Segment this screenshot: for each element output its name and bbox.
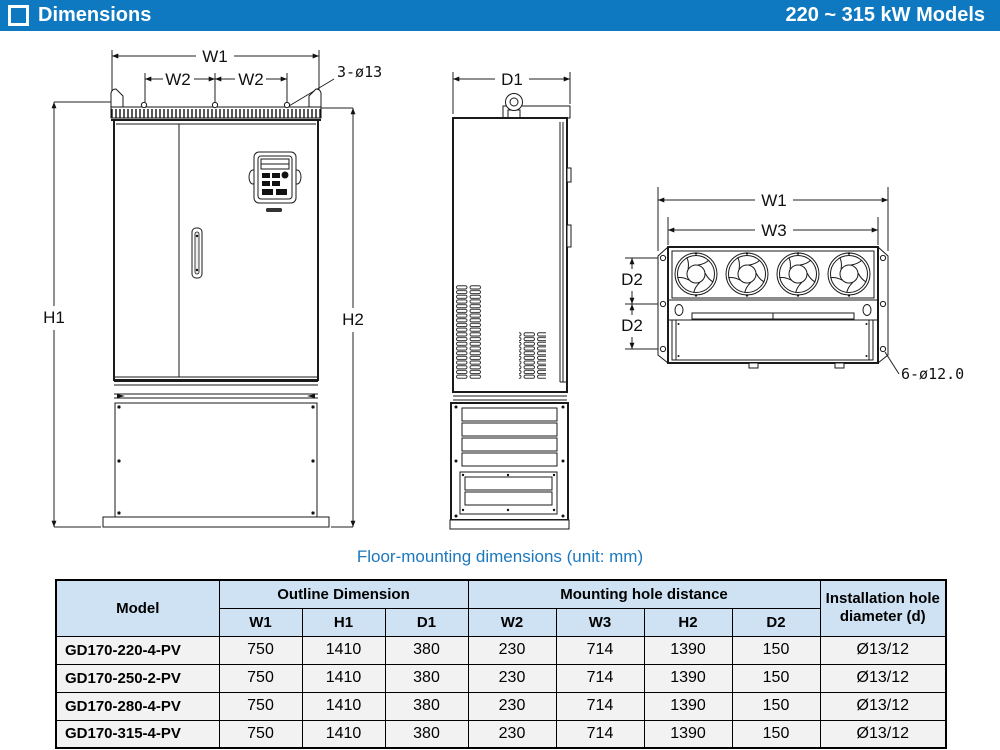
col-header-w1: W1 (218, 607, 303, 637)
table-caption: Floor-mounting dimensions (unit: mm) (356, 547, 644, 566)
front-w2-left-label: W2 (165, 70, 191, 89)
drawing-area: W1 W2 W2 3-ø13 (0, 31, 1000, 543)
value-cell: 150 (731, 719, 821, 749)
col-header-w3: W3 (555, 607, 645, 637)
col-header-model: Model (55, 579, 220, 637)
value-cell: 1410 (301, 719, 386, 749)
dimensions-table: Model Outline Dimension Mounting hole di… (55, 579, 947, 749)
value-cell: 380 (384, 691, 469, 721)
top-d2-lower-label: D2 (621, 316, 643, 335)
table-row: GD170-280-4-PV 750 1410 380 230 714 1390… (55, 691, 947, 721)
front-top-holes-label: 3-ø13 (337, 63, 382, 81)
value-cell: 714 (555, 691, 645, 721)
front-h1-label: H1 (43, 308, 65, 327)
value-cell: 1390 (643, 635, 733, 665)
front-w1-label: W1 (202, 47, 228, 66)
table-row: GD170-220-4-PV 750 1410 380 230 714 1390… (55, 635, 947, 665)
value-cell: 150 (731, 691, 821, 721)
value-cell: Ø13/12 (819, 719, 947, 749)
value-cell: 1410 (301, 691, 386, 721)
value-cell: 380 (384, 719, 469, 749)
value-cell: 230 (467, 719, 557, 749)
side-d1-label: D1 (501, 70, 523, 89)
value-cell: 1390 (643, 691, 733, 721)
value-cell: 380 (384, 635, 469, 665)
table-row: GD170-250-2-PV 750 1410 380 230 714 1390… (55, 663, 947, 693)
value-cell: Ø13/12 (819, 635, 947, 665)
front-view-drawing: W1 W2 W2 3-ø13 (43, 47, 382, 528)
top-w3-label: W3 (761, 221, 787, 240)
side-view-drawing: D1 (449, 70, 572, 530)
value-cell: 714 (555, 663, 645, 693)
page-title: Dimensions (38, 4, 152, 26)
col-header-d1: D1 (384, 607, 469, 637)
value-cell: 150 (731, 635, 821, 665)
value-cell: 750 (218, 663, 303, 693)
value-cell: 750 (218, 719, 303, 749)
model-range-label: 220 ~ 315 kW Models (785, 4, 985, 26)
value-cell: Ø13/12 (819, 691, 947, 721)
top-d2-upper-label: D2 (621, 270, 643, 289)
top-base-holes-label: 6-ø12.0 (901, 365, 964, 383)
section-marker-icon (8, 5, 29, 26)
value-cell: 230 (467, 635, 557, 665)
front-w2-right-label: W2 (238, 70, 264, 89)
value-cell: 1410 (301, 663, 386, 693)
table-row: GD170-315-4-PV 750 1410 380 230 714 1390… (55, 719, 947, 749)
value-cell: 750 (218, 635, 303, 665)
model-cell: GD170-280-4-PV (55, 691, 220, 721)
model-cell: GD170-220-4-PV (55, 635, 220, 665)
col-header-w2: W2 (467, 607, 557, 637)
group-header-outline: Outline Dimension (218, 579, 469, 609)
group-header-mounting: Mounting hole distance (467, 579, 821, 609)
door-handle (191, 227, 203, 279)
col-header-d2: D2 (731, 607, 821, 637)
top-view-drawing: W1 W3 (621, 187, 964, 383)
value-cell: 1390 (643, 719, 733, 749)
value-cell: 1390 (643, 663, 733, 693)
col-header-h1: H1 (301, 607, 386, 637)
model-cell: GD170-250-2-PV (55, 663, 220, 693)
top-w1-label: W1 (761, 191, 787, 210)
value-cell: 1410 (301, 635, 386, 665)
value-cell: 230 (467, 663, 557, 693)
keypad-icon (248, 151, 302, 212)
model-cell: GD170-315-4-PV (55, 719, 220, 749)
col-header-install: Installation hole diameter (d) (819, 579, 947, 637)
col-header-h2: H2 (643, 607, 733, 637)
value-cell: 150 (731, 663, 821, 693)
side-vent-columns-right (519, 332, 546, 379)
value-cell: Ø13/12 (819, 663, 947, 693)
header-bar: Dimensions 220 ~ 315 kW Models (0, 0, 1000, 31)
value-cell: 230 (467, 691, 557, 721)
value-cell: 714 (555, 635, 645, 665)
side-vent-columns-left (454, 285, 481, 379)
value-cell: 750 (218, 691, 303, 721)
value-cell: 714 (555, 719, 645, 749)
front-h2-label: H2 (342, 310, 364, 329)
value-cell: 380 (384, 663, 469, 693)
